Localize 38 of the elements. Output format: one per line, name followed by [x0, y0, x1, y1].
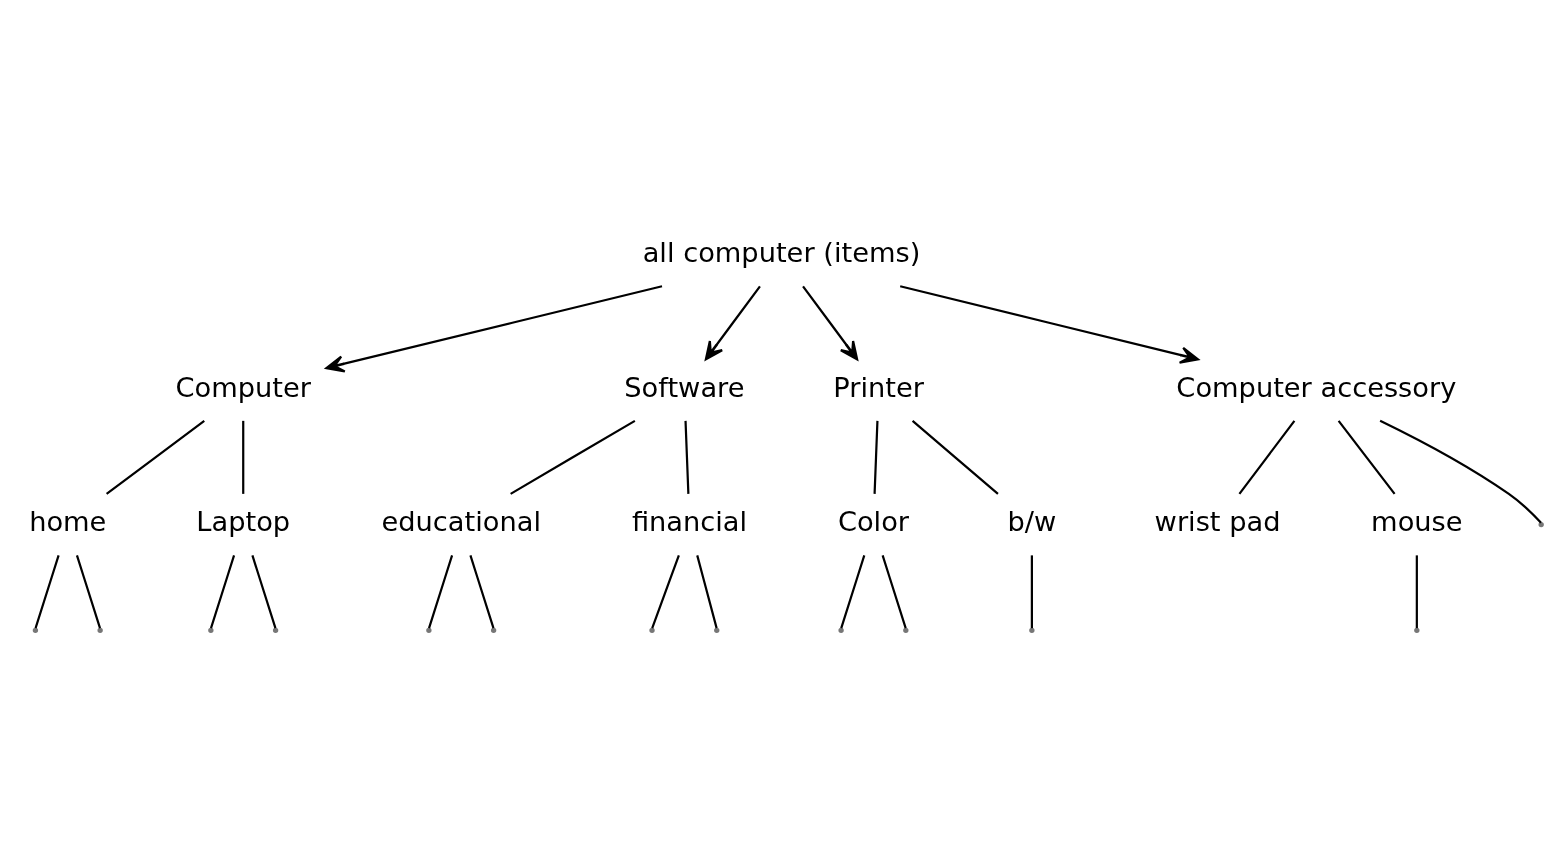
arrow	[899, 285, 1200, 364]
connector	[651, 555, 680, 629]
connector	[911, 420, 999, 495]
node-text: Computer accessory	[1176, 371, 1457, 403]
node-text: wrist pad	[1154, 506, 1281, 538]
node-text: all computer (items)	[642, 236, 921, 268]
node-text: Laptop	[196, 506, 291, 538]
connector	[469, 555, 495, 629]
connector	[1337, 420, 1396, 495]
connector	[510, 419, 636, 495]
arrow	[802, 285, 859, 361]
connector	[428, 555, 454, 629]
connector	[840, 555, 866, 629]
node-text: Color	[837, 506, 910, 538]
connector	[1030, 555, 1033, 629]
node-text: b/w	[1007, 506, 1057, 538]
connector	[34, 555, 60, 629]
node-text: mouse	[1371, 506, 1463, 538]
arrow	[325, 285, 663, 373]
node-text: home	[29, 506, 107, 538]
connector	[1238, 420, 1296, 495]
connector	[1379, 419, 1542, 524]
connector	[696, 555, 718, 629]
node-text: financial	[631, 506, 748, 538]
connector	[75, 555, 102, 629]
connector	[105, 419, 205, 495]
connector	[881, 555, 907, 629]
connector	[1415, 555, 1418, 629]
node-text: Printer	[833, 371, 924, 403]
node-text: Software	[624, 371, 745, 403]
connector	[873, 420, 879, 494]
node-text: educational	[381, 506, 541, 538]
connector	[684, 420, 690, 494]
arrow	[704, 285, 761, 361]
node-text: Computer	[175, 371, 311, 403]
connector	[242, 420, 245, 494]
connector	[251, 555, 277, 629]
connector	[209, 555, 236, 629]
